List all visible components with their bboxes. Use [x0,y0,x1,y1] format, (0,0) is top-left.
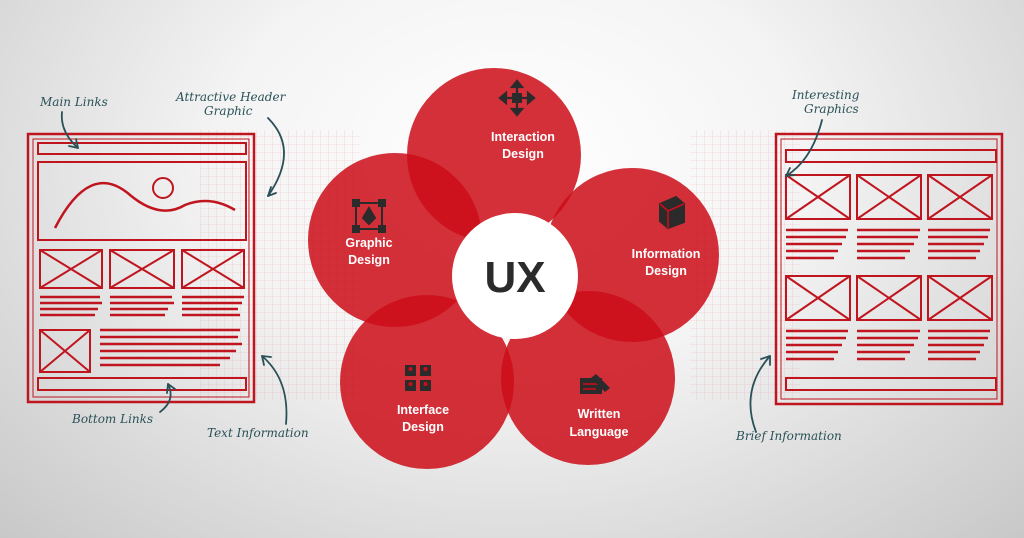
interface-design-label-line1: Interface [397,403,449,417]
arrow-text-information [261,355,288,425]
attractive-header-annotation-line1: Attractive Header [175,90,287,104]
grid-users-icon [405,365,431,391]
pencil-paper-icon [580,374,610,394]
brief-information-annotation: Brief Information [735,429,842,443]
information-design-label-line1: Information [632,247,701,261]
attractive-header-annotation-line2: Graphic [204,104,253,118]
ux-center-circle [452,213,578,339]
interaction-design-label-line2: Design [502,147,544,161]
arrow-interesting-graphics [785,119,823,177]
pen-tool-icon [352,199,386,233]
arrow-bottom-links [159,383,172,413]
graphic-design-label-line1: Graphic [345,236,392,250]
right-wireframe-sketch [774,132,1004,406]
left-wireframe-sketch [26,132,256,404]
arrow-attractive-header [267,117,285,197]
ux-center-label: UX [484,253,545,302]
interesting-graphics-annotation-line1: Interesting [791,88,860,102]
interesting-graphics-annotation-line2: Graphics [804,102,859,116]
petal-graphic-design [308,153,482,327]
annotation-arrows [60,111,823,433]
image-placeholder-row [39,249,245,289]
interaction-design-label-line1: Interaction [491,130,555,144]
interface-design-label-line2: Design [402,420,444,434]
arrow-main-links [60,111,79,149]
graphic-design-label-line2: Design [348,253,390,267]
header-graphic-box [37,161,247,241]
arrow-brief-information [749,355,771,433]
bottom-links-bar [37,377,247,391]
annotations: Main Links Attractive Header Graphic Bot… [39,88,860,443]
information-design-label-line2: Design [645,264,687,278]
text-information-annotation: Text Information [207,426,309,440]
main-links-annotation: Main Links [39,95,108,109]
bottom-links-annotation: Bottom Links [71,412,153,426]
written-language-label-line1: Written [578,407,621,421]
move-arrows-icon [498,79,536,117]
text-lines-left [40,295,244,367]
cube-icon [659,195,685,230]
main-links-bar [37,142,247,155]
written-language-label-line2: Language [569,425,628,439]
petal-circles [308,68,719,469]
